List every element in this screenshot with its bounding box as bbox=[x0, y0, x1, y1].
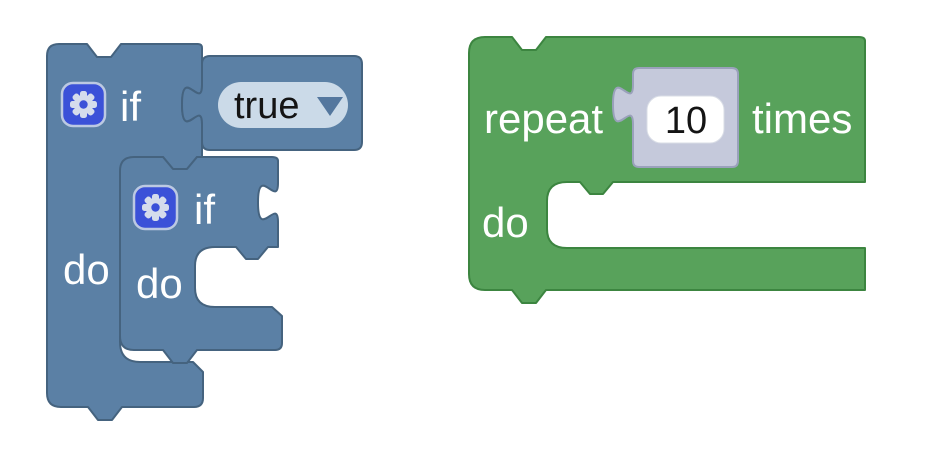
repeat-do-label: do bbox=[482, 199, 529, 246]
number-field-value: 10 bbox=[665, 100, 707, 142]
repeat-label: repeat bbox=[484, 95, 603, 142]
nested-do-label: do bbox=[136, 260, 183, 307]
repeat-block[interactable] bbox=[468, 36, 866, 304]
gear-glyph bbox=[142, 194, 169, 221]
number-field[interactable] bbox=[646, 95, 725, 144]
gear-glyph bbox=[70, 91, 97, 118]
outer-do-label: do bbox=[63, 246, 110, 293]
outer-mutator-gear-icon[interactable] bbox=[60, 81, 107, 128]
dropdown-arrow-icon[interactable] bbox=[317, 97, 343, 116]
dropdown-value-text: true bbox=[234, 85, 299, 127]
if-block-stack: true if do bbox=[46, 43, 363, 421]
outer-if-label: if bbox=[120, 83, 141, 130]
nested-if-label: if bbox=[194, 186, 215, 233]
times-label: times bbox=[752, 95, 852, 142]
true-dropdown-field[interactable] bbox=[218, 82, 348, 128]
repeat-block-group: 10 repeat times do bbox=[468, 36, 866, 304]
nested-mutator-gear-icon[interactable] bbox=[132, 184, 179, 231]
